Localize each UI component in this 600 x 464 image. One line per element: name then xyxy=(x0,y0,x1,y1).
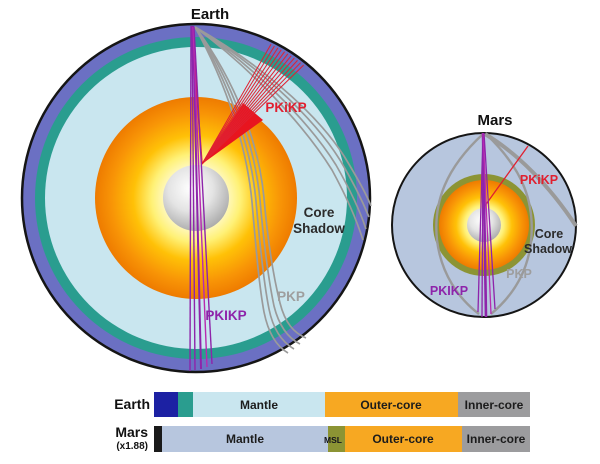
earth-pkikp-through-label: PKIKP xyxy=(205,308,246,323)
mars-pkikp-through-label: PKIKP xyxy=(430,284,468,298)
earth-pkp-rays xyxy=(194,26,372,354)
mars-bar-outer-core-segment xyxy=(345,426,462,452)
earth-bar-mantle-label: Mantle xyxy=(240,398,278,412)
earth-pkp-label: PKP xyxy=(277,289,305,304)
mars-bar-inner-core-segment xyxy=(462,426,530,452)
mars-pkp-label: PKP xyxy=(506,267,532,281)
legend-earth-bar: Mantle Outer-core Inner-core xyxy=(154,392,530,417)
earth-bar-mantle-segment xyxy=(193,392,325,417)
earth-diagram: Earth xyxy=(20,6,372,374)
mars-core-shadow-label-1: Core xyxy=(535,227,564,241)
legend-mars-scale-note: (x1.88) xyxy=(116,441,148,452)
earth-title: Earth xyxy=(191,6,229,23)
mars-bar-outer-core-label: Outer-core xyxy=(372,432,434,446)
mars-pkikp-through-rays xyxy=(477,132,496,318)
mars-bar-inner-core-label: Inner-core xyxy=(467,432,526,446)
mars-bar-msl-label: MSL xyxy=(324,435,342,445)
earth-inner-core xyxy=(163,165,229,231)
mars-core-shadow-label-2: Shadow xyxy=(524,242,572,256)
mars-diagram: Mars PKiKP Core Shadow PKP PKIKP xyxy=(391,112,578,318)
legend-mars-bar: Mantle MSL Outer-core Inner-core xyxy=(154,426,530,452)
earth-bar-teal-segment xyxy=(178,392,193,417)
earth-bar-inner-core-segment xyxy=(458,392,530,417)
mars-bar-msl-segment xyxy=(328,426,345,452)
legend-earth-row-label: Earth xyxy=(114,396,150,412)
earth-pkikp-reflected-label: PKiKP xyxy=(265,100,306,115)
earth-pkikp-through-rays xyxy=(189,25,213,372)
mars-bar-crust-segment xyxy=(154,426,162,452)
mars-pkikp-reflected-label: PKiKP xyxy=(520,173,558,187)
layer-legend: Earth Mantle Outer-core Inner-core Mars … xyxy=(114,392,530,452)
mars-pkp-rays xyxy=(435,132,578,315)
earth-bar-crust-segment xyxy=(154,392,178,417)
earth-bar-outer-core-label: Outer-core xyxy=(360,398,422,412)
legend-mars-row-label: Mars xyxy=(115,424,148,440)
earth-core-shadow-label-1: Core xyxy=(304,205,335,220)
earth-pkikp-reflected-rays xyxy=(191,25,304,165)
mars-title: Mars xyxy=(477,112,512,129)
mars-bar-mantle-label: Mantle xyxy=(226,432,264,446)
earth-core-shadow-label-2: Shadow xyxy=(293,221,345,236)
earth-bar-outer-core-segment xyxy=(325,392,458,417)
earth-bar-inner-core-label: Inner-core xyxy=(465,398,524,412)
mars-bar-mantle-segment xyxy=(162,426,328,452)
